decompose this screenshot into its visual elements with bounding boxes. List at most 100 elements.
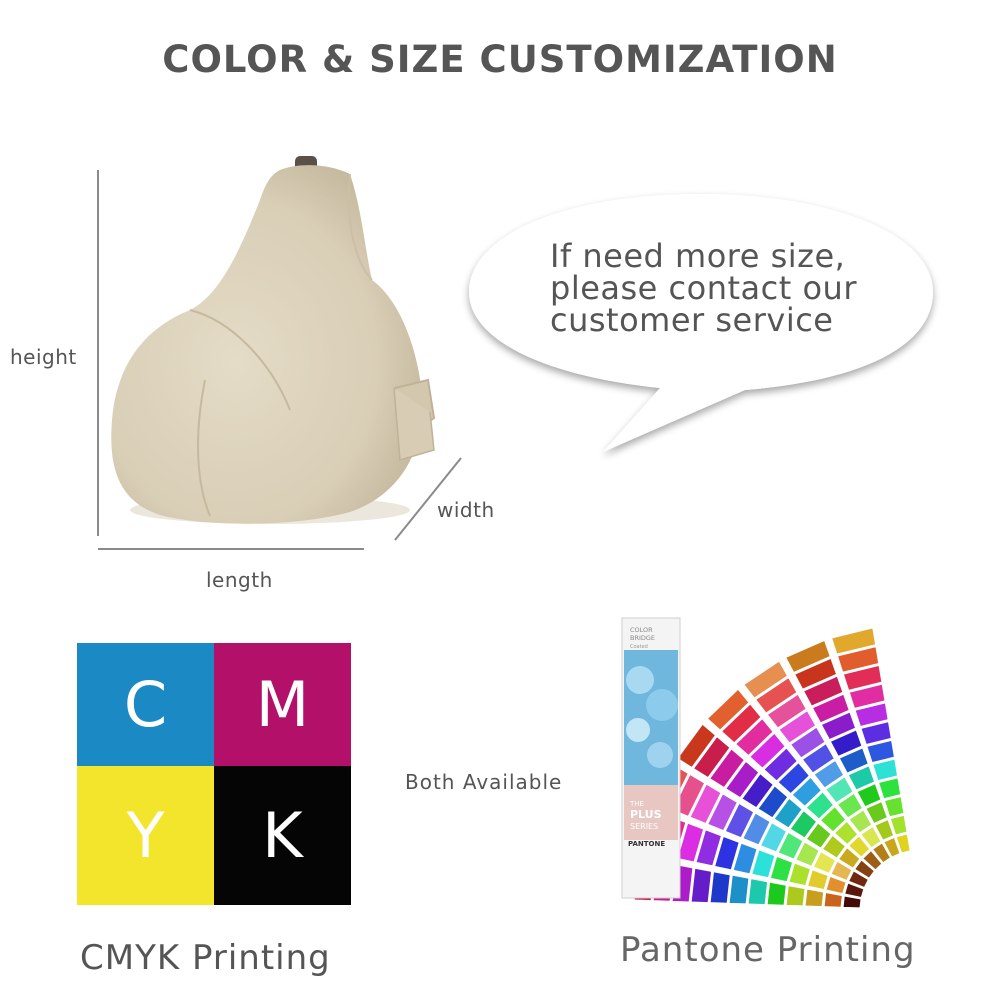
pantone-swatch xyxy=(769,855,794,883)
pantone-swatch xyxy=(804,888,825,908)
pantone-swatch xyxy=(836,792,864,819)
pantone-swatch xyxy=(795,841,820,867)
pantone-swatch xyxy=(830,627,877,655)
speech-bubble xyxy=(469,194,933,452)
pantone-swatch xyxy=(724,802,755,839)
pantone-series-line: THE xyxy=(629,800,644,808)
pantone-swatch xyxy=(785,884,806,907)
pantone-swatch xyxy=(847,835,871,858)
pantone-swatch xyxy=(856,783,882,808)
pantone-swatch xyxy=(766,693,807,729)
pantone-swatch xyxy=(848,809,873,834)
pantone-swatch xyxy=(821,834,847,859)
pantone-swatch xyxy=(877,777,902,800)
pantone-swatch xyxy=(777,831,804,860)
pantone-swatch xyxy=(848,683,886,709)
pantone-swatch xyxy=(801,743,835,774)
cmyk-cell-yellow: Y xyxy=(77,766,214,905)
pantone-swatch xyxy=(806,869,829,891)
pantone-card-line: BRIDGE xyxy=(630,634,655,642)
pantone-swatch xyxy=(889,814,908,836)
pantone-swatch xyxy=(793,657,838,690)
pantone-swatch xyxy=(720,703,762,744)
cmyk-cell-magenta: M xyxy=(214,643,351,766)
pantone-swatch xyxy=(741,772,774,809)
pantone-series-line: PLUS xyxy=(630,808,662,821)
pantone-swatch xyxy=(706,688,750,731)
pantone-swatch xyxy=(829,729,863,758)
pantone-swatch xyxy=(763,747,798,782)
pantone-swatch xyxy=(847,870,869,889)
pantone-swatch xyxy=(833,820,859,846)
pantone-swatch xyxy=(862,849,883,871)
pantone-swatch xyxy=(692,735,731,779)
pantone-swatch xyxy=(825,875,847,895)
page-title: COLOR & SIZE CUSTOMIZATION xyxy=(162,38,838,81)
pantone-swatch xyxy=(860,825,882,849)
pantone-swatch xyxy=(713,835,740,871)
pantone-swatch xyxy=(689,783,722,825)
bubble-message: If need more size, please contact our cu… xyxy=(550,240,930,336)
pantone-swatch xyxy=(823,891,843,908)
pantone-swatch xyxy=(825,776,854,804)
pantone-swatch xyxy=(778,709,817,744)
pantone-swatch xyxy=(811,693,850,724)
pantone-swatch xyxy=(706,793,738,832)
pantone-swatch xyxy=(874,818,895,841)
pantone-swatch xyxy=(788,862,812,887)
pantone-series-line: SERIES xyxy=(630,822,658,831)
pantone-swatch xyxy=(830,860,853,882)
pantone-swatch xyxy=(836,646,880,673)
pantone-swatch xyxy=(777,761,811,795)
bubble-line: please contact our xyxy=(550,269,857,307)
bubble-line: customer service xyxy=(550,301,834,339)
pantone-swatch xyxy=(749,732,786,769)
pantone-swatch xyxy=(785,639,831,674)
cmyk-printing-caption: CMYK Printing xyxy=(80,938,331,978)
pantone-swatch xyxy=(759,821,788,853)
pantone-card-line: COLOR xyxy=(630,626,653,634)
pantone-swatch xyxy=(883,795,905,818)
pantone-swatch xyxy=(742,812,771,846)
pantone-swatch xyxy=(690,867,713,904)
pantone-swatch xyxy=(725,760,760,799)
pantone-swatch xyxy=(837,846,861,869)
pantone-swatch xyxy=(676,723,717,769)
pantone-swatch xyxy=(802,675,844,707)
pantone-swatch xyxy=(854,702,889,728)
pantone-swatch xyxy=(842,895,862,909)
bubble-line: If need more size, xyxy=(550,237,846,275)
pantone-swatch xyxy=(805,791,835,820)
pantone-swatch xyxy=(695,829,723,867)
pantone-swatch xyxy=(732,842,758,875)
pantone-swatch xyxy=(872,758,899,782)
pantone-swatch xyxy=(813,759,845,789)
pantone-brand: PANTONE xyxy=(628,840,665,848)
pantone-swatch xyxy=(820,711,857,741)
width-line xyxy=(394,457,462,541)
pantone-printing-caption: Pantone Printing xyxy=(620,930,916,970)
beanbag-chair-image xyxy=(111,156,436,524)
pantone-swatch xyxy=(838,747,869,774)
pantone-swatch xyxy=(805,822,832,849)
cmyk-cell-black: K xyxy=(214,766,351,905)
pantone-swatch xyxy=(895,833,911,854)
height-label: height xyxy=(10,345,77,369)
cmyk-swatch-grid: C M Y K xyxy=(77,643,351,905)
width-label: width xyxy=(437,498,495,522)
pantone-swatch xyxy=(871,842,892,864)
length-label: length xyxy=(206,568,273,592)
both-available-label: Both Available xyxy=(405,770,563,794)
pantone-swatch xyxy=(676,822,705,863)
pantone-card-line: Coated xyxy=(630,644,648,650)
pantone-swatch xyxy=(708,748,746,789)
pantone-swatch xyxy=(866,739,895,764)
pantone-swatch xyxy=(865,800,888,825)
pantone-swatch xyxy=(883,836,901,858)
pantone-swatch xyxy=(754,676,798,714)
pantone-swatch xyxy=(789,726,826,759)
pantone-swatch xyxy=(757,785,789,819)
pantone-swatch xyxy=(791,776,823,807)
pantone-swatch xyxy=(773,797,803,829)
pantone-swatch xyxy=(789,809,818,839)
